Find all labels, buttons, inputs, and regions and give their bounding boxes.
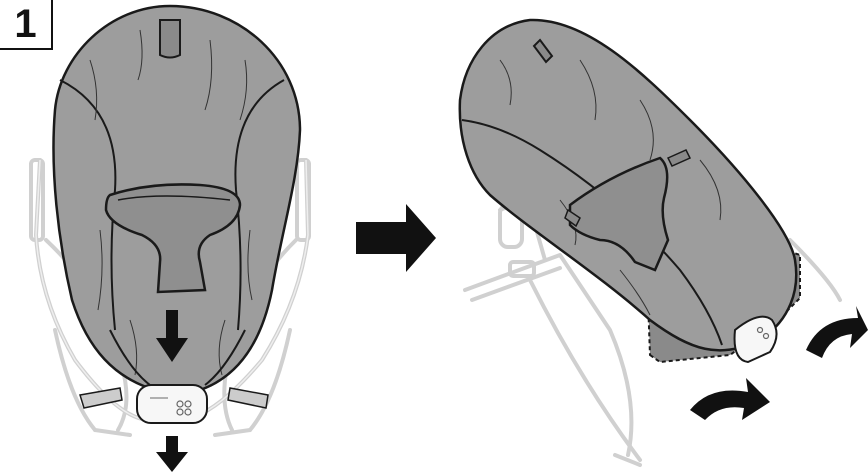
left-control-unit [137, 385, 207, 423]
arrow-down-icon [156, 436, 188, 472]
right-bouncer [460, 20, 868, 465]
curved-arrow-icon [690, 378, 770, 420]
arrow-right-icon [356, 204, 436, 272]
left-bouncer [31, 6, 309, 472]
curved-arrow-icon [806, 306, 868, 358]
